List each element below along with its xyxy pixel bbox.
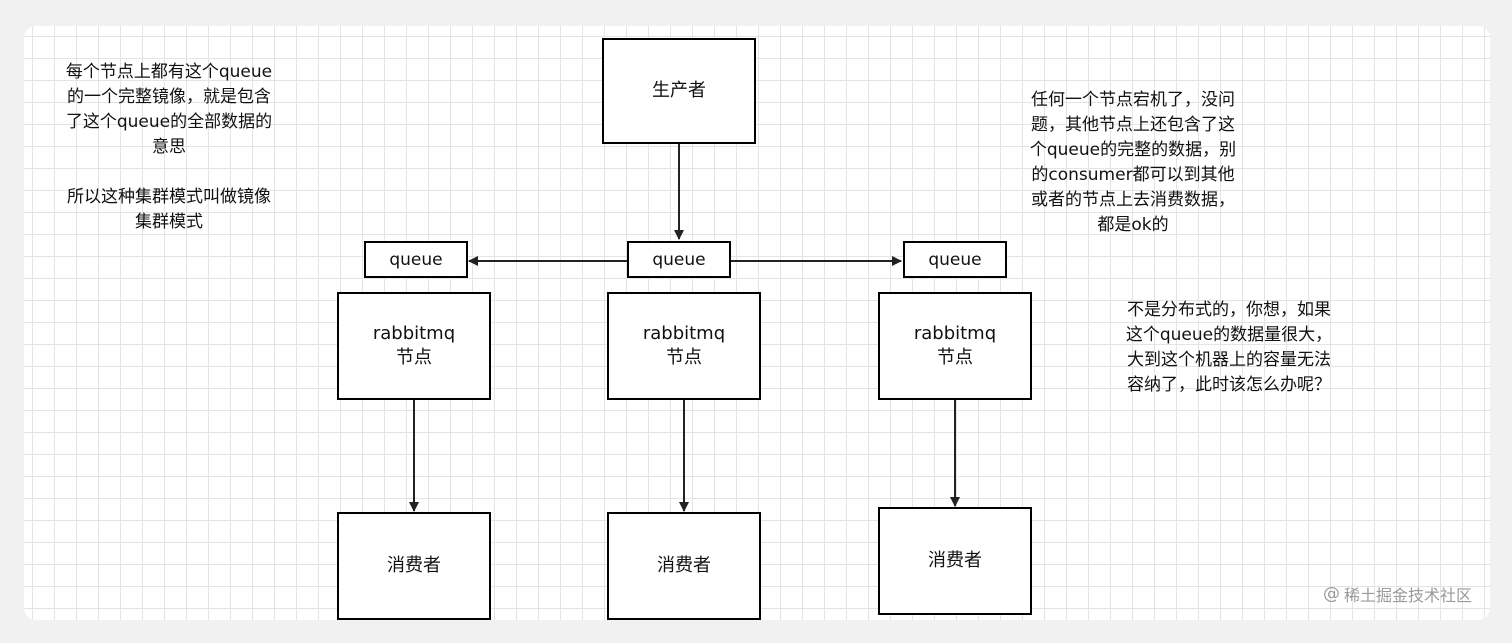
rabbitmq-node-1[interactable]: rabbitmq 节点 xyxy=(337,292,491,400)
queue-box-center[interactable]: queue xyxy=(627,241,731,278)
watermark-text: 稀土掘金技术社区 xyxy=(1343,586,1472,605)
consumer-label: 消费者 xyxy=(928,550,982,571)
mirror-note: 每个节点上都有这个queue 的一个完整镜像，就是包含 了这个queue的全部数… xyxy=(65,62,273,232)
diagram-canvas: 生产者 queue queue queue rabbitmq 节点 rabbit… xyxy=(24,26,1490,620)
consumer-box-3[interactable]: 消费者 xyxy=(878,507,1032,615)
rabbitmq-node-label: rabbitmq 节点 xyxy=(642,323,726,368)
consumer-box-1[interactable]: 消费者 xyxy=(337,512,491,620)
rabbitmq-node-label: rabbitmq 节点 xyxy=(913,323,997,368)
connector-layer xyxy=(409,144,960,512)
consumer-box-2[interactable]: 消费者 xyxy=(607,512,761,620)
rabbitmq-node-3[interactable]: rabbitmq 节点 xyxy=(878,292,1032,400)
queue-box-right[interactable]: queue xyxy=(903,241,1007,278)
consumer-label: 消费者 xyxy=(387,555,441,576)
queue-label: queue xyxy=(928,249,982,270)
at-icon: @ xyxy=(1322,584,1340,604)
producer-box[interactable]: 生产者 xyxy=(602,38,756,144)
producer-label: 生产者 xyxy=(652,80,706,101)
capacity-note: 不是分布式的，你想，如果 这个queue的数据量很大， 大到这个机器上的容量无法… xyxy=(1125,300,1333,395)
consumer-label: 消费者 xyxy=(657,555,711,576)
rabbitmq-node-label: rabbitmq 节点 xyxy=(372,323,456,368)
queue-label: queue xyxy=(652,249,706,270)
queue-box-left[interactable]: queue xyxy=(364,241,468,278)
failover-note: 任何一个节点宕机了，没问 题，其他节点上还包含了这 个queue的完整的数据，别… xyxy=(1029,90,1237,235)
rabbitmq-node-2[interactable]: rabbitmq 节点 xyxy=(607,292,761,400)
watermark: @ 稀土掘金技术社区 xyxy=(1323,582,1472,606)
queue-label: queue xyxy=(389,249,443,270)
